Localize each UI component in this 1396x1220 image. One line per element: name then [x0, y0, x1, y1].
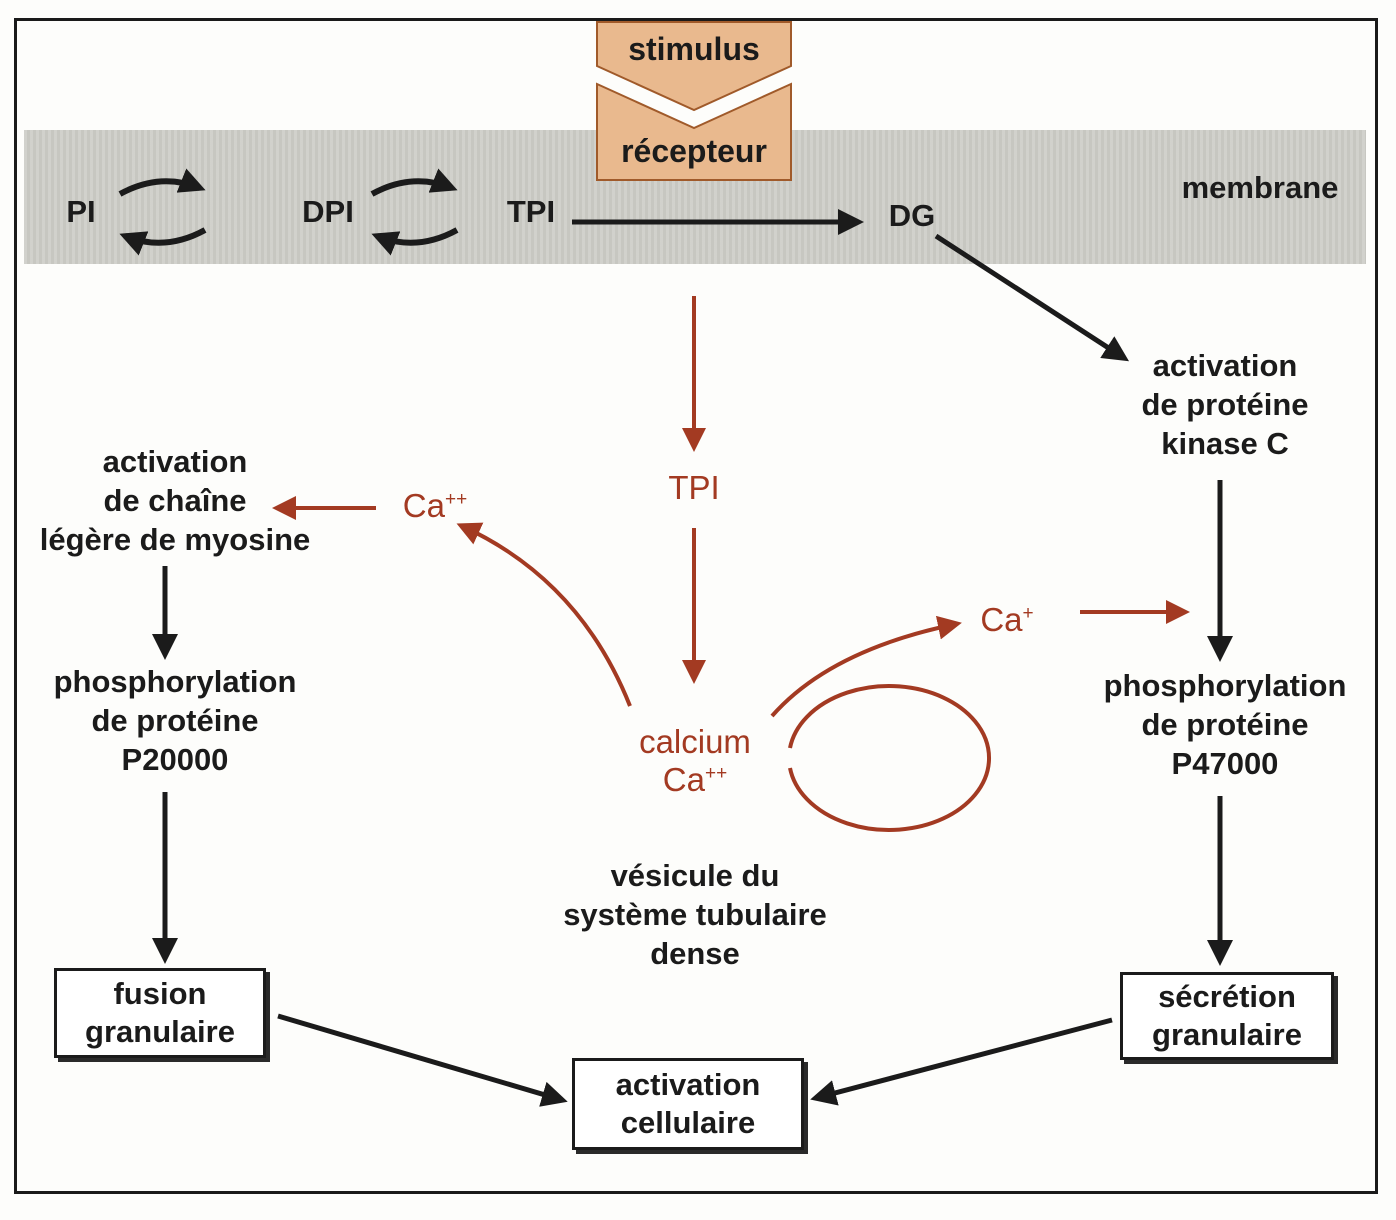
arrow-secretion-to-activation [810, 1017, 1113, 1106]
pkc-activation-label: activation de protéine kinase C [1141, 348, 1309, 461]
membrane-label: membrane [1181, 170, 1339, 205]
arrow-vesicle-to-ca-right [770, 615, 962, 718]
pi-cycle-arrows [118, 168, 207, 256]
stimulus-label: stimulus [628, 31, 760, 67]
cell-activation-label: activation cellulaire [615, 1067, 761, 1140]
arrow-fusion-to-activation [277, 1013, 568, 1107]
arrow-vesicle-to-ca-left [456, 522, 632, 707]
dg-label: DG [888, 198, 936, 233]
dpi-cycle-arrows [370, 168, 459, 256]
stimulus-shape [596, 21, 792, 112]
arrow-dg-to-pkc [934, 233, 1130, 362]
p47-phosphorylation-label: phosphorylation de protéine P47000 [1103, 668, 1347, 781]
vesicle-calcium-label: calcium [639, 723, 751, 760]
vesicle-ca-charge: ++ [704, 763, 728, 784]
myosin-activation-label: activation de chaîne légère de myosine [39, 444, 311, 557]
vesicle-ca-label: Ca++ [640, 760, 750, 799]
secretion-box: sécrétion granulaire [1120, 972, 1334, 1060]
ca-right-base: Ca [980, 601, 1023, 638]
fusion-box: fusion granulaire [54, 968, 266, 1058]
ca-right-label: Ca+ [974, 600, 1040, 639]
secretion-label: sécrétion granulaire [1152, 979, 1302, 1052]
cell-activation-box: activation cellulaire [572, 1058, 804, 1150]
ca-left-base: Ca [402, 487, 445, 524]
vesicle-shape [788, 684, 991, 832]
fusion-label: fusion granulaire [85, 976, 235, 1049]
ca-right-charge: + [1022, 603, 1034, 624]
pi-label: PI [66, 194, 96, 229]
tpi-membrane-label: TPI [506, 194, 556, 229]
vesicle-description-label: vésicule du système tubulaire dense [563, 858, 827, 971]
receptor-label: récepteur [621, 133, 767, 169]
receptor-shape [596, 82, 792, 181]
p20-phosphorylation-label: phosphorylation de protéine P20000 [53, 664, 297, 777]
ca-left-label: Ca++ [390, 486, 480, 525]
vesicle-ca-base: Ca [662, 761, 705, 798]
tpi-cytoplasm-label: TPI [668, 469, 720, 506]
ca-left-charge: ++ [444, 489, 468, 510]
dpi-label: DPI [302, 194, 354, 229]
